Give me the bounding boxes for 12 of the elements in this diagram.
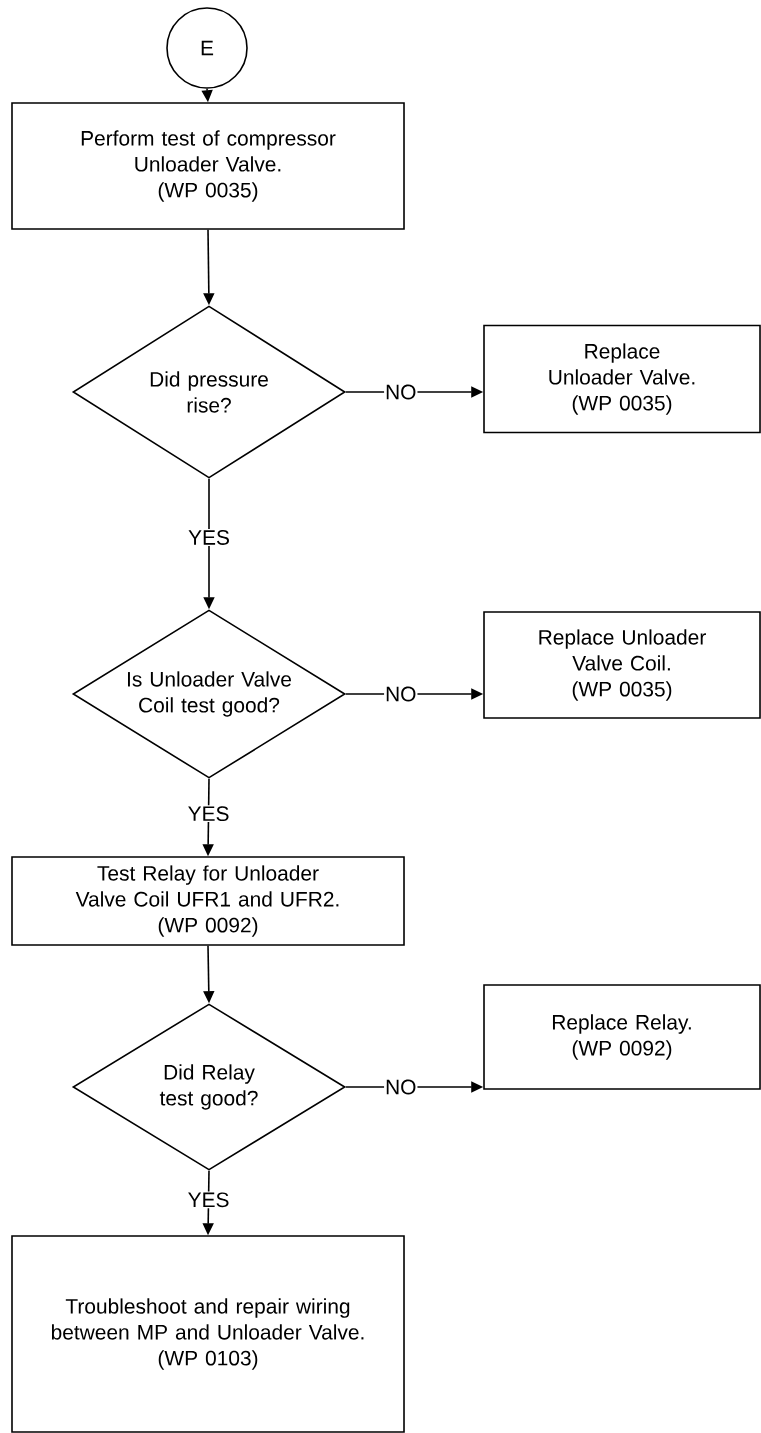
process-box: Test Relay for Unloader Valve Coil UFR1 and UFR2. (WP 0092) <box>11 856 405 946</box>
process-box: Replace Unloader Valve Coil. (WP 0035) <box>483 611 761 719</box>
edge-label: NO <box>384 685 418 703</box>
process-box: Troubleshoot and repair wiring between MP and Unloader Valve. (WP 0103) <box>11 1235 405 1433</box>
process-box: Perform test of compressor Unloader Valve. (WP 0035) <box>11 102 405 230</box>
edge-label: NO <box>384 1078 418 1096</box>
edge-label: YES <box>187 529 231 546</box>
edge-label: YES <box>186 805 231 823</box>
process-box: Replace Unloader Valve. (WP 0035) <box>483 324 761 434</box>
process-box: Replace Relay. (WP 0092) <box>483 984 761 1090</box>
edge-label: YES <box>186 1191 231 1209</box>
edge-label: NO <box>384 383 418 401</box>
